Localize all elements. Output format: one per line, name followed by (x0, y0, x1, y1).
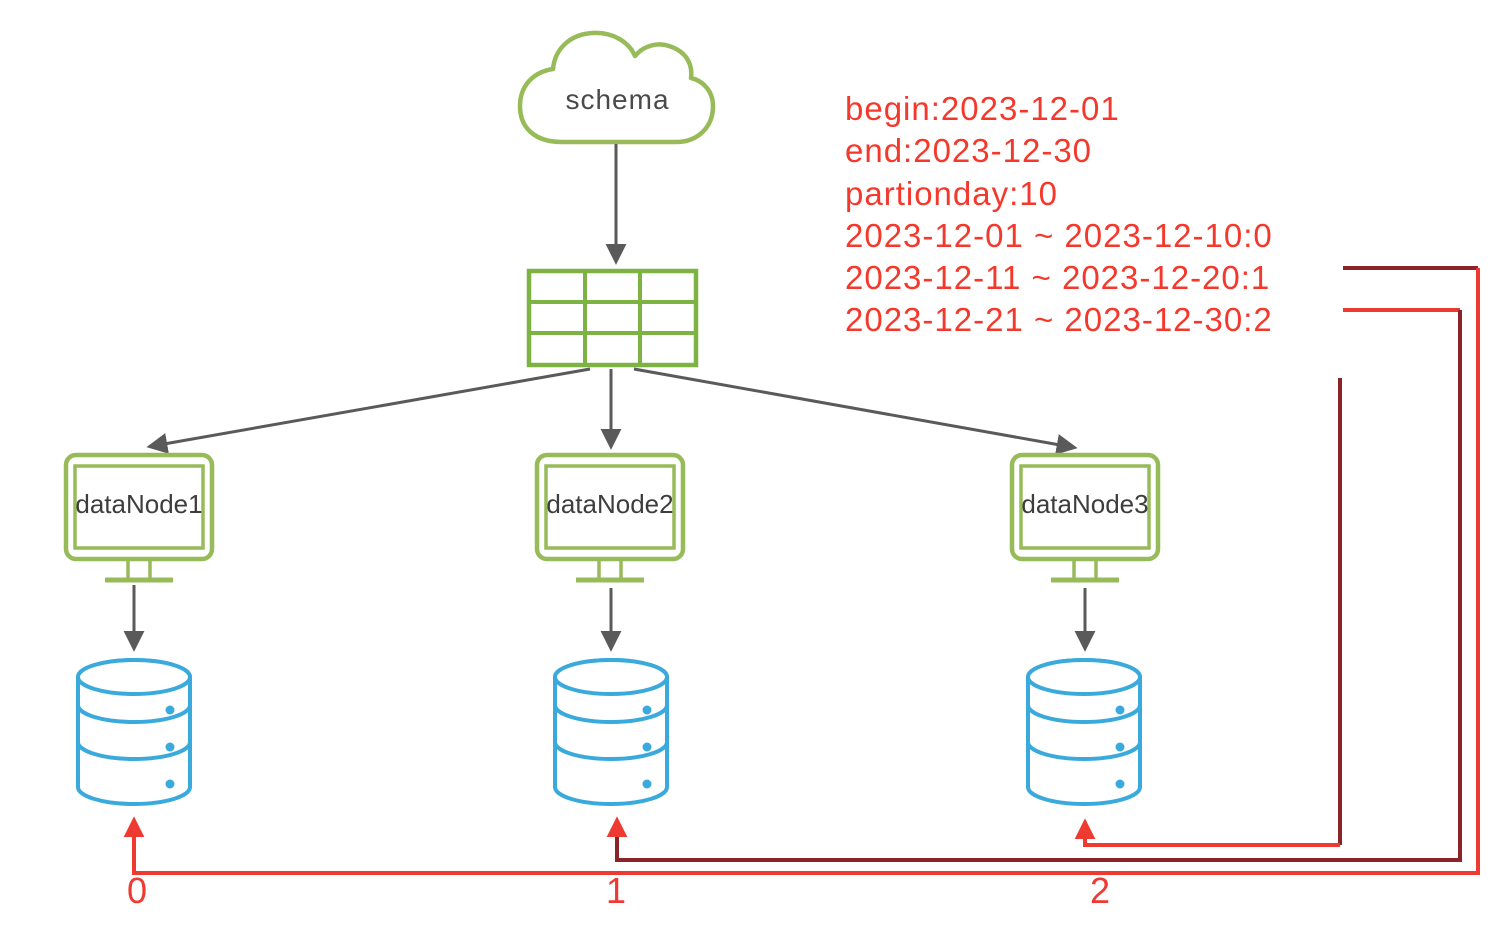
config-line-begin: begin:2023-12-01 (845, 90, 1120, 127)
partition-route-2 (1074, 378, 1342, 847)
datanode1-label: dataNode1 (75, 489, 203, 519)
datanode2-label: dataNode2 (546, 489, 674, 519)
schema-cloud-label: schema (565, 84, 670, 115)
database2-icon (553, 658, 669, 806)
database1-icon (76, 658, 192, 806)
config-line-range-0: 2023-12-01 ~ 2023-12-10:0 (845, 216, 1273, 254)
table-to-datanode1-arrow (146, 367, 591, 454)
partition-route-1 (606, 308, 1462, 862)
datanode3-label: dataNode3 (1021, 489, 1149, 519)
config-line-end: end:2023-12-30 (845, 132, 1093, 170)
datanode2-monitor-icon (534, 452, 686, 583)
partition-label-1: 1 (605, 870, 627, 911)
schema-cloud-icon (517, 30, 716, 145)
config-line-range-1: 2023-12-11 ~ 2023-12-20:1 (845, 259, 1271, 297)
partition-route-0 (123, 266, 1480, 875)
config-line-partionday: partionday:10 (845, 174, 1058, 212)
database3-icon (1026, 658, 1142, 806)
table-to-datanode3-arrow (633, 367, 1078, 455)
partition-table-icon (526, 268, 699, 368)
datanode3-monitor-icon (1009, 452, 1161, 583)
partition-config-text: begin:2023-12-01 end:2023-12-30 partiond… (845, 88, 1273, 342)
datanode1-monitor-icon (63, 452, 215, 583)
config-line-range-2: 2023-12-21 ~ 2023-12-30:2 (845, 301, 1273, 339)
partition-label-2: 2 (1089, 870, 1111, 911)
partition-label-0: 0 (126, 870, 148, 911)
